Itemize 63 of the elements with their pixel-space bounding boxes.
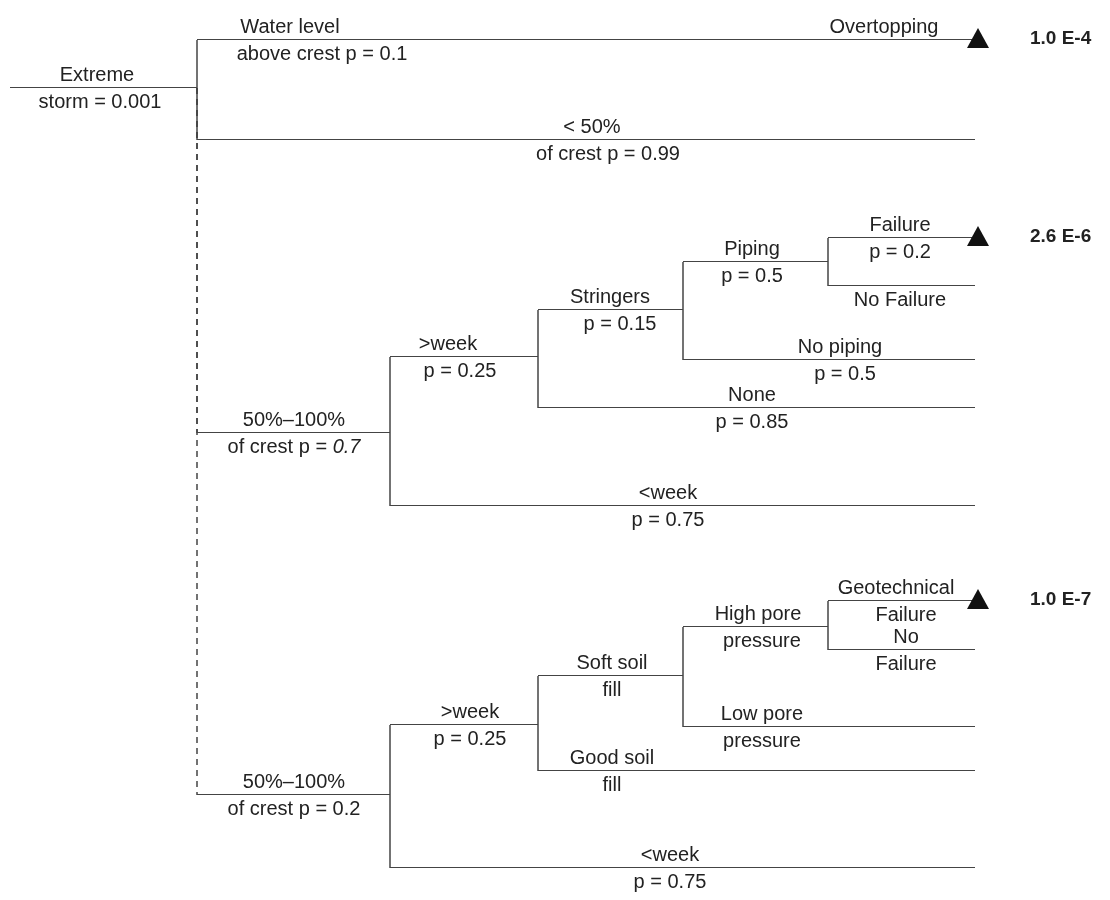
branch-label: p = 0.2 (869, 239, 931, 263)
branch-label: Failure (875, 651, 937, 675)
branch-label: fill (602, 772, 622, 796)
branch-connector (827, 626, 829, 651)
outcome-probability: 1.0 E-4 (1030, 27, 1092, 49)
branch-label: >week (418, 331, 478, 355)
branch-label: 50%–100% (242, 407, 346, 431)
branch-label: Soft soil (576, 650, 648, 674)
branch-label: fill (602, 677, 622, 701)
branch-connector (537, 309, 539, 358)
branch-label: Failure (869, 212, 931, 236)
branch-connector (682, 675, 684, 728)
branch-label: p = 0.75 (633, 869, 707, 893)
branch-connector (537, 675, 539, 726)
branch-connector (389, 794, 391, 869)
branch-connector (537, 724, 539, 772)
branch-label: Geotechnical (837, 575, 955, 599)
branch-label: Water level (240, 14, 340, 38)
branch-label: above crest p = 0.1 (236, 41, 408, 65)
branch-label: Low pore (720, 701, 804, 725)
branch-label: 50%–100% (242, 769, 346, 793)
branch-label: No Failure (853, 287, 947, 311)
branch-label: Piping (724, 236, 780, 260)
branch-label: p = 0.25 (433, 726, 507, 750)
branch-connector (827, 261, 829, 287)
branch-label: No piping (797, 334, 883, 358)
branch-label: pressure (723, 728, 801, 752)
branch-label: Stringers (570, 284, 650, 308)
branch-connector (827, 237, 829, 263)
branch-label: p = 0.25 (423, 358, 497, 382)
branch-connector (827, 600, 829, 628)
branch-label: Extreme (59, 62, 135, 86)
branch-label: p = 0.85 (715, 409, 789, 433)
branch-label: Overtopping (829, 14, 939, 38)
branch-connector (682, 309, 684, 361)
branch-label: pressure (723, 628, 801, 652)
branch-connector (389, 432, 391, 507)
branch-connector (389, 724, 391, 796)
branch-label: None (728, 382, 776, 406)
branch-label: p = 0.5 (721, 263, 783, 287)
branch-connector (196, 39, 198, 89)
branch-label: >week (440, 699, 500, 723)
branch-label: < 50% (563, 114, 621, 138)
branch-label: High pore (714, 601, 802, 625)
branch-label: p = 0.5 (814, 361, 876, 385)
branch-connector (537, 356, 539, 409)
branch-label: <week (640, 842, 700, 866)
branch-label: <week (638, 480, 698, 504)
branch-label: No (893, 624, 919, 648)
branch-label: storm = 0.001 (38, 89, 162, 113)
branch-label: of crest p = 0.7 (227, 434, 361, 458)
outcome-probability: 1.0 E-7 (1030, 588, 1092, 610)
branch-label: Good soil (569, 745, 655, 769)
branch-connector (389, 356, 391, 434)
branch-label: Failure (875, 602, 937, 626)
branch-label: of crest p = 0.2 (227, 796, 361, 820)
branch-connector (682, 261, 684, 311)
branch-connector (196, 87, 198, 796)
branch-connector (682, 626, 684, 677)
outcome-probability: 2.6 E-6 (1030, 225, 1092, 247)
branch-label: p = 0.15 (583, 311, 657, 335)
branch-label: p = 0.75 (631, 507, 705, 531)
branch-label: of crest p = 0.99 (536, 141, 680, 165)
